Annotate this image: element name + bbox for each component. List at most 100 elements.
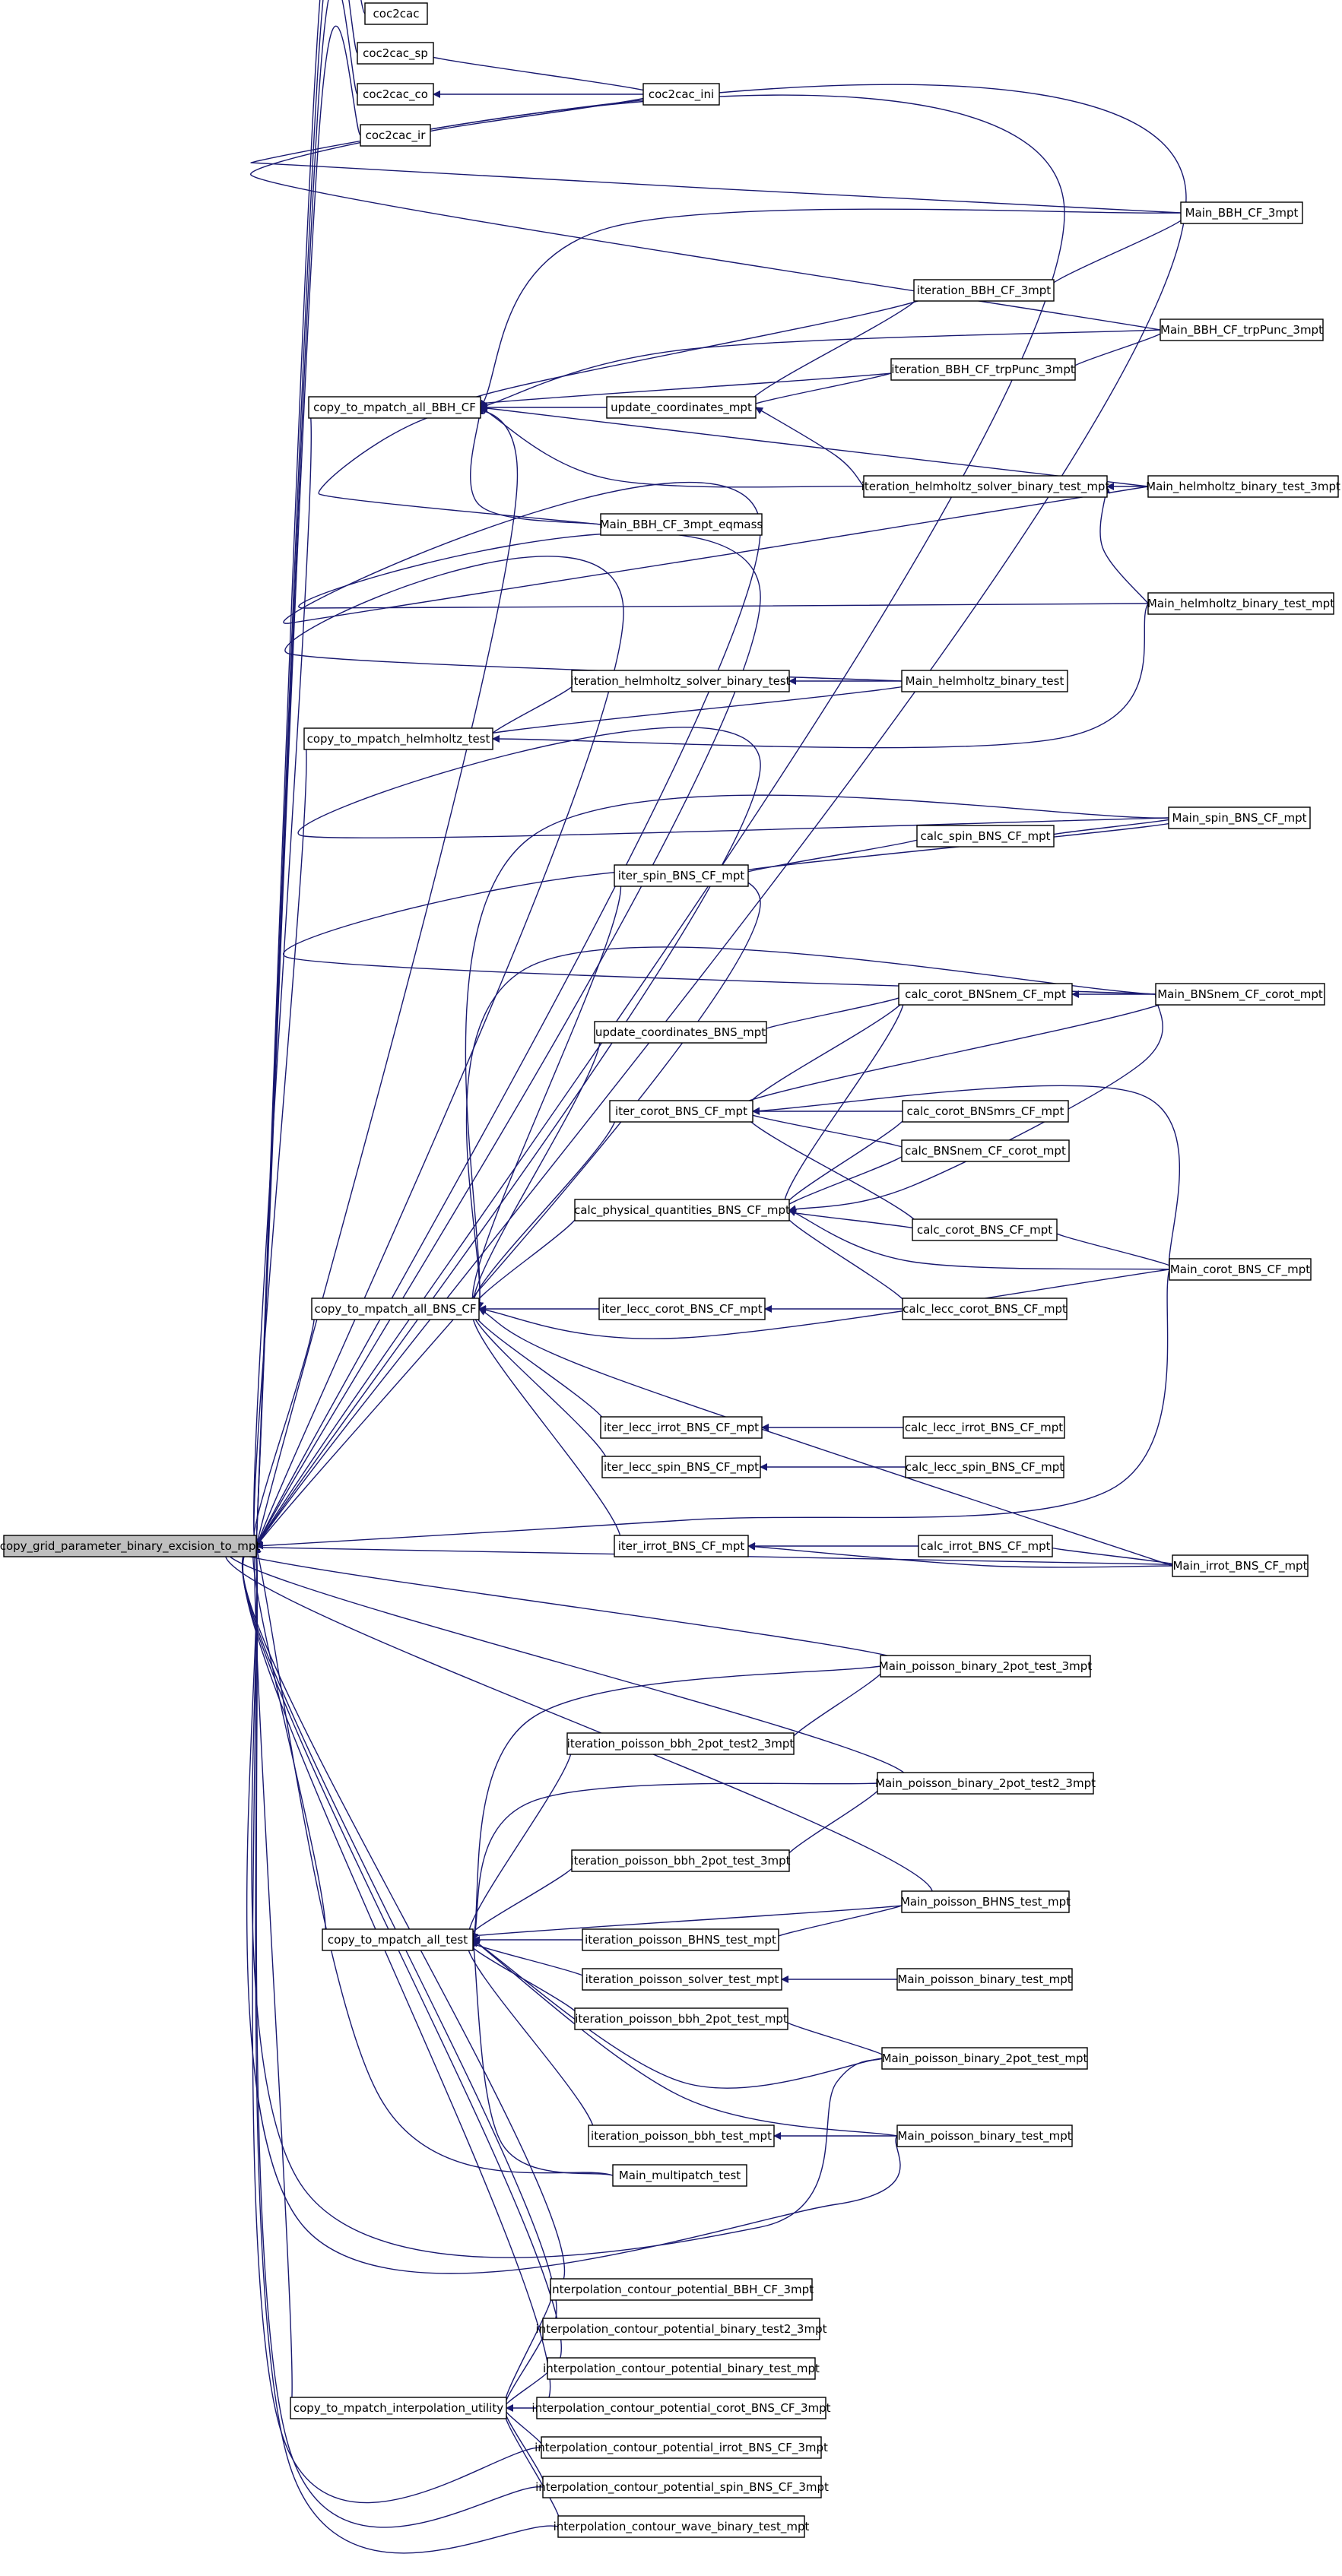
node-box[interactable] xyxy=(863,475,1108,498)
node-calc_spin_bns_cf_mpt[interactable]: calc_spin_BNS_CF_mpt xyxy=(916,825,1055,848)
node-box[interactable] xyxy=(574,1199,790,1221)
node-calc_lecc_spin_bns_cf_mpt[interactable]: calc_lecc_spin_BNS_CF_mpt xyxy=(905,1456,1064,1478)
node-box[interactable] xyxy=(582,1968,782,1991)
node-copy_to_mpatch_all_bbh_cf[interactable]: copy_to_mpatch_all_BBH_CF xyxy=(308,396,481,419)
node-box[interactable] xyxy=(600,1416,763,1439)
node-main_bbh_cf_trppunc_3mpt[interactable]: Main_BBH_CF_trpPunc_3mpt xyxy=(1160,318,1324,341)
node-calc_corot_bns_cf_mpt[interactable]: calc_corot_BNS_CF_mpt xyxy=(912,1218,1058,1241)
node-box[interactable] xyxy=(601,1456,761,1478)
node-main_poisson_binary_2pot_test2_3mpt[interactable]: Main_poisson_binary_2pot_test2_3mpt xyxy=(875,1772,1096,1795)
node-box[interactable] xyxy=(303,727,493,750)
node-box[interactable] xyxy=(588,2124,775,2147)
node-box[interactable] xyxy=(877,1772,1094,1795)
node-calc_irrot_bns_cf_mpt[interactable]: calc_irrot_BNS_CF_mpt xyxy=(918,1535,1053,1557)
node-box[interactable] xyxy=(364,2,428,25)
node-calc_lecc_irrot_bns_cf_mpt[interactable]: calc_lecc_irrot_BNS_CF_mpt xyxy=(903,1416,1065,1439)
node-main_helmholtz_binary_test_mpt[interactable]: Main_helmholtz_binary_test_mpt xyxy=(1147,592,1334,615)
node-interp_bbh_cf_3mpt[interactable]: interpolation_contour_potential_BBH_CF_3… xyxy=(549,2278,814,2301)
node-iteration_helmholtz_solver_binary_test_mpt[interactable]: iteration_helmholtz_solver_binary_test_m… xyxy=(861,475,1110,498)
node-iteration_helmholtz_solver_binary_test[interactable]: iteration_helmholtz_solver_binary_test xyxy=(570,670,791,692)
node-main_poisson_binary_test_mpt_a[interactable]: Main_poisson_binary_test_mpt xyxy=(896,1968,1073,1991)
node-box[interactable] xyxy=(896,1968,1073,1991)
node-box[interactable] xyxy=(905,1456,1064,1478)
node-main_bnsnem_cf_corot_mpt[interactable]: Main_BNSnem_CF_corot_mpt xyxy=(1155,983,1325,1006)
node-box[interactable] xyxy=(1168,806,1311,829)
node-box[interactable] xyxy=(912,1218,1058,1241)
node-box[interactable] xyxy=(322,1928,474,1951)
node-iter_lecc_spin_bns_cf_mpt[interactable]: iter_lecc_spin_BNS_CF_mpt xyxy=(601,1456,761,1478)
node-main_bbh_cf_3mpt_eqmass[interactable]: Main_BBH_CF_3mpt_eqmass xyxy=(600,513,763,536)
node-root[interactable]: copy_grid_parameter_binary_excision_to_m… xyxy=(0,1535,260,1557)
node-box[interactable] xyxy=(901,1890,1070,1913)
node-box[interactable] xyxy=(594,1021,767,1044)
node-interp_corot_bns_cf_3mpt[interactable]: interpolation_contour_potential_corot_BN… xyxy=(531,2397,831,2419)
node-main_helmholtz_binary_test_3mpt[interactable]: Main_helmholtz_binary_test_3mpt xyxy=(1146,475,1340,498)
node-box[interactable] xyxy=(290,2397,507,2419)
node-box[interactable] xyxy=(574,2007,788,2030)
node-iter_corot_bns_cf_mpt[interactable]: iter_corot_BNS_CF_mpt xyxy=(609,1100,753,1123)
node-box[interactable] xyxy=(557,2515,805,2538)
node-box[interactable] xyxy=(609,1100,753,1123)
node-iteration_bbh_cf_3mpt[interactable]: iteration_BBH_CF_3mpt xyxy=(913,279,1055,302)
node-box[interactable] xyxy=(913,279,1055,302)
node-coc2cac[interactable]: coc2cac xyxy=(364,2,428,25)
node-box[interactable] xyxy=(308,396,481,419)
node-box[interactable] xyxy=(890,358,1076,381)
node-coc2cac_co[interactable]: coc2cac_co xyxy=(357,83,434,106)
node-main_poisson_binary_2pot_test_3mpt[interactable]: Main_poisson_binary_2pot_test_3mpt xyxy=(879,1655,1093,1678)
node-iteration_poisson_solver_test_mpt[interactable]: iteration_poisson_solver_test_mpt xyxy=(582,1968,782,1991)
node-box[interactable] xyxy=(1147,475,1339,498)
node-box[interactable] xyxy=(600,513,763,536)
node-main_poisson_bhns_test_mpt[interactable]: Main_poisson_BHNS_test_mpt xyxy=(900,1890,1071,1913)
node-coc2cac_sp[interactable]: coc2cac_sp xyxy=(357,42,434,65)
node-calc_corot_bnsnem_cf_mpt[interactable]: calc_corot_BNSnem_CF_mpt xyxy=(898,983,1073,1006)
node-box[interactable] xyxy=(3,1535,257,1557)
node-interp_irrot_bns_cf_3mpt[interactable]: interpolation_contour_potential_irrot_BN… xyxy=(535,2436,828,2459)
node-box[interactable] xyxy=(614,1535,749,1557)
node-box[interactable] xyxy=(547,2357,816,2380)
node-box[interactable] xyxy=(360,124,431,147)
node-iter_irrot_bns_cf_mpt[interactable]: iter_irrot_BNS_CF_mpt xyxy=(614,1535,749,1557)
node-iteration_poisson_bbh_2pot_test_3mpt[interactable]: iteration_poisson_bbh_2pot_test_3mpt xyxy=(570,1849,791,1872)
node-coc2cac_ini[interactable]: coc2cac_ini xyxy=(642,83,720,106)
node-main_bbh_cf_3mpt[interactable]: Main_BBH_CF_3mpt xyxy=(1180,201,1303,224)
node-box[interactable] xyxy=(903,1416,1065,1439)
node-box[interactable] xyxy=(1172,1554,1309,1577)
node-box[interactable] xyxy=(1169,1258,1312,1281)
node-calc_bnsnem_cf_corot_mpt[interactable]: calc_BNSnem_CF_corot_mpt xyxy=(901,1139,1070,1162)
node-box[interactable] xyxy=(542,2476,822,2498)
node-box[interactable] xyxy=(642,83,720,106)
node-box[interactable] xyxy=(1147,592,1334,615)
node-interp_wave_binary_test_mpt[interactable]: interpolation_contour_wave_binary_test_m… xyxy=(554,2515,810,2538)
node-calc_lecc_corot_bns_cf_mpt[interactable]: calc_lecc_corot_BNS_CF_mpt xyxy=(902,1298,1068,1320)
node-box[interactable] xyxy=(902,1100,1069,1123)
node-box[interactable] xyxy=(1180,201,1303,224)
node-iteration_poisson_bbh_2pot_test2_3mpt[interactable]: iteration_poisson_bbh_2pot_test2_3mpt xyxy=(566,1732,795,1755)
node-interp_binary_test_mpt[interactable]: interpolation_contour_potential_binary_t… xyxy=(543,2357,820,2380)
node-main_multipatch_test[interactable]: Main_multipatch_test xyxy=(612,2164,747,2187)
node-box[interactable] xyxy=(582,1928,779,1951)
node-box[interactable] xyxy=(357,83,434,106)
node-interp_spin_bns_cf_3mpt[interactable]: interpolation_contour_potential_spin_BNS… xyxy=(535,2476,829,2498)
node-update_coordinates_mpt[interactable]: update_coordinates_mpt xyxy=(606,396,757,419)
node-box[interactable] xyxy=(357,42,434,65)
node-box[interactable] xyxy=(311,1298,480,1320)
node-box[interactable] xyxy=(1155,983,1325,1006)
node-box[interactable] xyxy=(896,2124,1073,2147)
node-main_poisson_binary_test_mpt_b[interactable]: Main_poisson_binary_test_mpt xyxy=(896,2124,1073,2147)
node-iter_spin_bns_cf_mpt[interactable]: iter_spin_BNS_CF_mpt xyxy=(614,864,749,887)
node-main_helmholtz_binary_test[interactable]: Main_helmholtz_binary_test xyxy=(901,670,1068,692)
node-box[interactable] xyxy=(614,864,749,887)
node-interp_binary_test2_3mpt[interactable]: interpolation_contour_potential_binary_t… xyxy=(536,2318,827,2340)
node-box[interactable] xyxy=(916,825,1055,848)
node-calc_corot_bnsmrs_cf_mpt[interactable]: calc_corot_BNSmrs_CF_mpt xyxy=(902,1100,1069,1123)
node-box[interactable] xyxy=(598,1298,766,1320)
node-iteration_poisson_bbh_test_mpt[interactable]: iteration_poisson_bbh_test_mpt xyxy=(588,2124,775,2147)
node-box[interactable] xyxy=(901,670,1068,692)
node-iteration_bbh_cf_trppunc_3mpt[interactable]: iteration_BBH_CF_trpPunc_3mpt xyxy=(890,358,1076,381)
node-coc2cac_ir[interactable]: coc2cac_ir xyxy=(360,124,431,147)
node-copy_to_mpatch_interpolation_utility[interactable]: copy_to_mpatch_interpolation_utility xyxy=(290,2397,507,2419)
node-box[interactable] xyxy=(566,1732,795,1755)
node-box[interactable] xyxy=(902,1298,1068,1320)
node-box[interactable] xyxy=(901,1139,1070,1162)
